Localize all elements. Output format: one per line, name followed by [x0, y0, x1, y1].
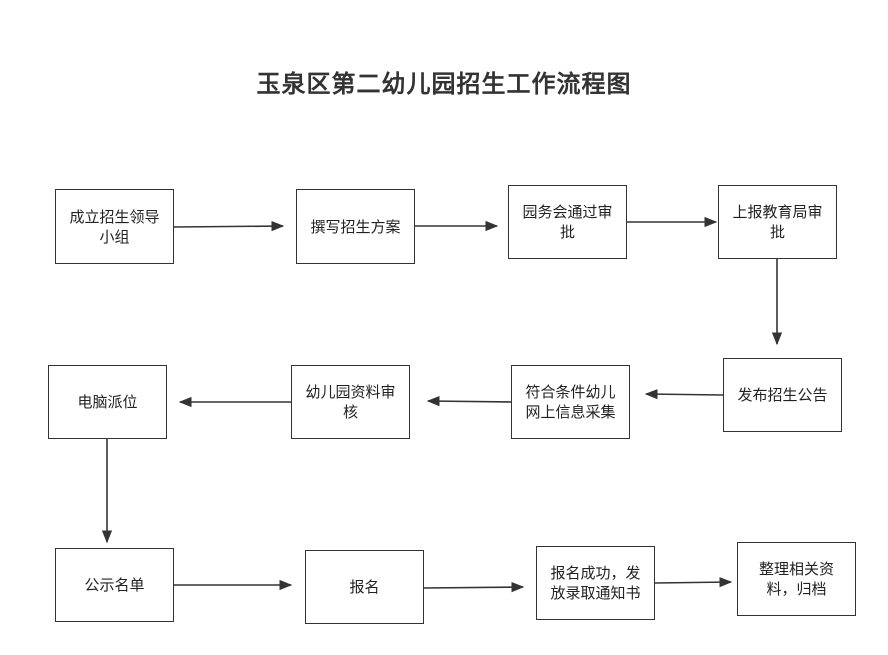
step-document-review: 幼儿园资料审核 — [291, 365, 410, 439]
step-publish-list: 公示名单 — [55, 548, 174, 622]
step-bureau-approval: 上报教育局审批 — [718, 185, 837, 259]
arrow-6-7 — [426, 396, 512, 407]
page-title: 玉泉区第二幼儿园招生工作流程图 — [256, 70, 632, 98]
step-write-plan: 撰写招生方案 — [296, 189, 415, 264]
step-publish-notice: 发布招生公告 — [723, 358, 842, 432]
step-online-info-collection: 符合条件幼儿网上信息采集 — [511, 365, 630, 439]
step-issue-admission-notice: 报名成功，发放录取通知书 — [536, 546, 655, 620]
arrow-1-2 — [173, 220, 285, 232]
arrow-5-6 — [644, 389, 724, 400]
arrow-11-12 — [654, 577, 733, 588]
step-registration: 报名 — [305, 550, 424, 624]
step-archive: 整理相关资料，归档 — [737, 542, 856, 616]
step-council-approval: 园务会通过审批 — [508, 185, 627, 259]
arrow-10-11 — [423, 581, 525, 593]
step-form-leadership-group: 成立招生领导小组 — [55, 189, 174, 264]
step-computer-lottery: 电脑派位 — [48, 365, 167, 439]
